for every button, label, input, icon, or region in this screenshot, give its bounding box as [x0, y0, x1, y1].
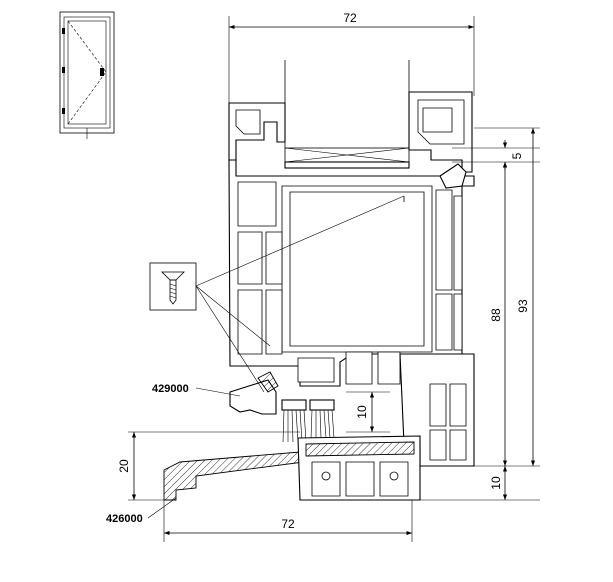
part-code-429000: 429000 — [152, 383, 189, 395]
screw-icon — [149, 262, 197, 311]
dim-left-20: 20 — [117, 459, 131, 473]
part-code-leaders — [147, 387, 241, 519]
dimension-lines — [128, 16, 540, 542]
dim-right-10-bottom: 10 — [489, 476, 503, 490]
dim-bottom-width: 72 — [281, 517, 295, 531]
door-elevation-icon — [59, 11, 115, 139]
drip-cap-profile-429000 — [229, 371, 279, 415]
dim-right-5: 5 — [510, 152, 524, 159]
dim-right-93: 93 — [516, 299, 530, 313]
screw-leader-lines — [195, 195, 405, 393]
threshold-profile-426000 — [163, 435, 421, 501]
dim-top-width: 72 — [343, 11, 357, 25]
brush-seals — [281, 399, 335, 443]
sash-profile — [228, 91, 475, 387]
dim-right-88: 88 — [489, 308, 503, 322]
part-code-426000: 426000 — [106, 513, 143, 525]
dim-inner-10: 10 — [355, 405, 369, 419]
glass-pane — [284, 60, 410, 148]
